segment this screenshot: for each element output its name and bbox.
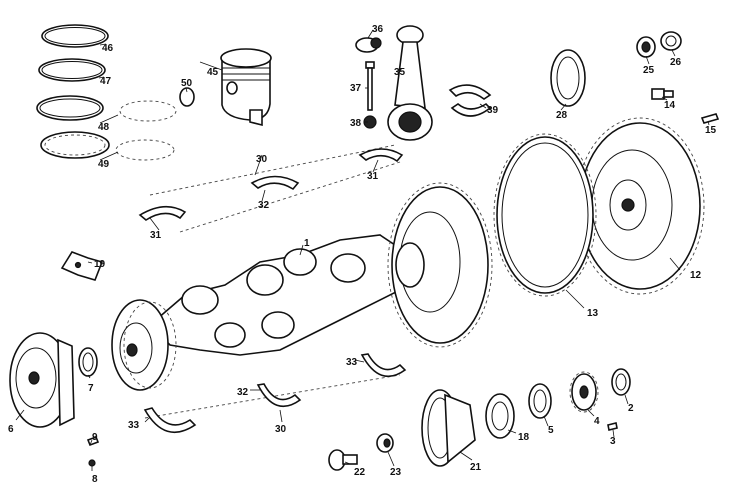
callout-7: 7 bbox=[88, 383, 94, 394]
piston-ring-46 bbox=[41, 24, 109, 48]
piston-ring-47 bbox=[38, 58, 106, 82]
callout-12: 12 bbox=[690, 270, 702, 281]
callout-23: 23 bbox=[390, 467, 402, 478]
dowel-15 bbox=[700, 113, 720, 124]
callout-30-lower: 30 bbox=[275, 424, 287, 435]
callout-28: 28 bbox=[556, 110, 568, 121]
bolt-37 bbox=[365, 61, 375, 111]
callout-25: 25 bbox=[643, 65, 655, 76]
piston-ring-48 bbox=[36, 95, 177, 122]
ring-5 bbox=[528, 383, 552, 419]
callout-31-right: 31 bbox=[367, 171, 379, 182]
callout-26: 26 bbox=[670, 57, 682, 68]
callout-49: 49 bbox=[98, 159, 110, 170]
callout-3: 3 bbox=[610, 436, 616, 447]
bearing-25 bbox=[636, 36, 656, 58]
callout-37: 37 bbox=[350, 83, 362, 94]
callout-5: 5 bbox=[548, 425, 554, 436]
seal-7 bbox=[78, 347, 98, 377]
piston-ring-49 bbox=[40, 131, 175, 161]
vibration-damper-6 bbox=[9, 332, 75, 428]
connecting-rod-35 bbox=[387, 25, 433, 141]
bracket-19 bbox=[60, 251, 104, 281]
callout-14: 14 bbox=[664, 100, 676, 111]
pulley-21 bbox=[421, 389, 476, 467]
bush-36 bbox=[355, 37, 382, 53]
callout-30-upper: 30 bbox=[256, 154, 268, 165]
seal-28 bbox=[550, 49, 586, 107]
callout-4: 4 bbox=[594, 416, 600, 427]
washer-23 bbox=[376, 433, 394, 453]
bearing-26 bbox=[660, 31, 682, 51]
gear-4 bbox=[569, 371, 599, 413]
rod-bearing-shells-39 bbox=[448, 84, 492, 117]
callout-47: 47 bbox=[100, 76, 112, 87]
callout-31-left: 31 bbox=[150, 230, 162, 241]
callout-39: 39 bbox=[487, 105, 499, 116]
callout-22: 22 bbox=[354, 467, 366, 478]
piston-45 bbox=[220, 48, 272, 127]
callout-50: 50 bbox=[181, 78, 193, 89]
callout-38: 38 bbox=[350, 118, 362, 129]
callout-32-lower: 32 bbox=[237, 387, 249, 398]
crank-flywheel bbox=[387, 182, 493, 348]
flywheel-12 bbox=[575, 117, 705, 295]
bolt-14 bbox=[651, 88, 674, 100]
callout-9: 9 bbox=[92, 432, 98, 443]
lower-main-bearing-shells bbox=[143, 353, 407, 434]
callout-33-lower-right: 33 bbox=[346, 357, 358, 368]
callout-1: 1 bbox=[304, 238, 310, 249]
callout-46: 46 bbox=[102, 43, 114, 54]
upper-main-bearing-shells bbox=[138, 144, 404, 233]
snap-ring-50 bbox=[179, 87, 195, 107]
callout-21: 21 bbox=[470, 462, 482, 473]
ring-gear-13 bbox=[493, 133, 597, 297]
bolt-22 bbox=[328, 449, 358, 471]
callout-33-lower-left: 33 bbox=[128, 420, 140, 431]
callout-32-upper: 32 bbox=[258, 200, 270, 211]
pin-3 bbox=[607, 422, 618, 431]
callout-6: 6 bbox=[8, 424, 14, 435]
seal-18 bbox=[485, 393, 515, 439]
hub bbox=[111, 299, 177, 391]
crankshaft-1 bbox=[148, 234, 411, 356]
callout-18: 18 bbox=[518, 432, 530, 443]
callout-15: 15 bbox=[705, 125, 717, 136]
callout-19: 19 bbox=[94, 259, 106, 270]
leader-lines bbox=[15, 29, 710, 471]
nut-38 bbox=[363, 115, 377, 129]
callout-45: 45 bbox=[207, 67, 219, 78]
plug-8 bbox=[88, 459, 96, 467]
callout-8: 8 bbox=[92, 474, 98, 485]
callout-2: 2 bbox=[628, 403, 634, 414]
ring-2 bbox=[611, 368, 631, 396]
callout-48: 48 bbox=[98, 122, 110, 133]
callout-13: 13 bbox=[587, 308, 599, 319]
callout-35: 35 bbox=[394, 67, 406, 78]
callout-36: 36 bbox=[372, 24, 384, 35]
